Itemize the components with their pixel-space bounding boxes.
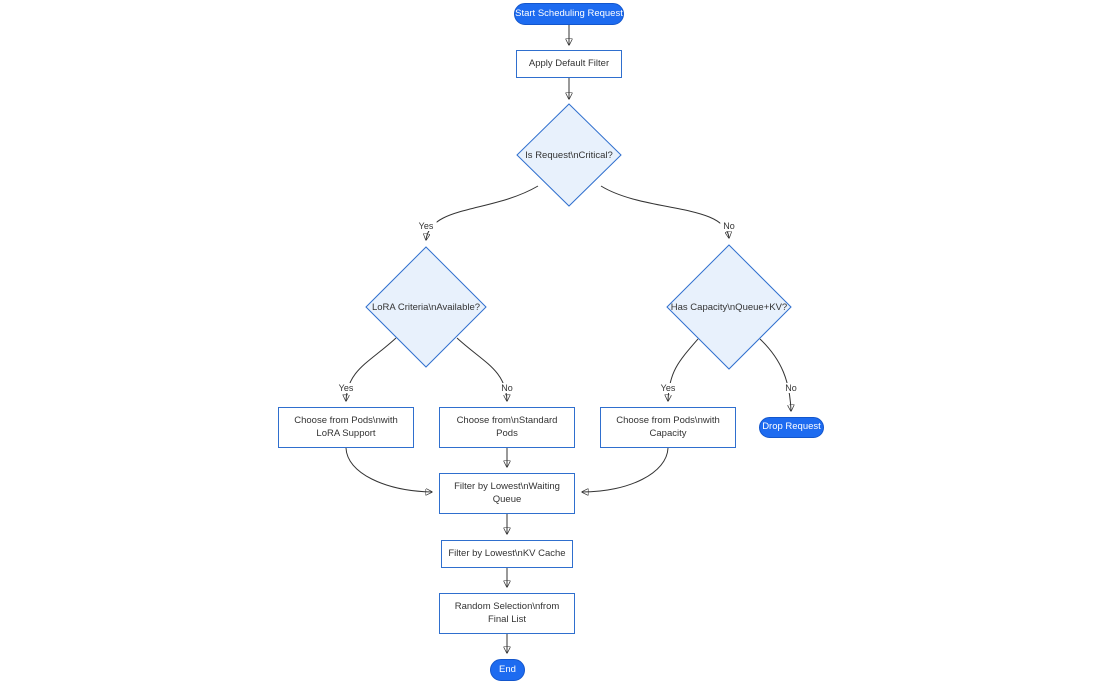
edge-choose-capacity-to-filter-waiting bbox=[582, 447, 669, 492]
node-apply-default-filter: Apply Default Filter bbox=[516, 50, 622, 78]
edge-label-capacity-no: No bbox=[782, 383, 800, 393]
node-end: End bbox=[490, 659, 525, 681]
edge-is-critical-yes-to-lora bbox=[426, 185, 539, 240]
node-drop-request: Drop Request bbox=[759, 417, 824, 438]
node-filter-waiting-queue: Filter by Lowest\nWaiting Queue bbox=[439, 473, 575, 514]
edge-label-critical-yes: Yes bbox=[415, 221, 437, 231]
node-choose-lora-pods: Choose from Pods\nwith LoRA Support bbox=[278, 407, 414, 448]
node-filter-kv-cache: Filter by Lowest\nKV Cache bbox=[441, 540, 573, 568]
edge-label-critical-no: No bbox=[720, 221, 738, 231]
edge-is-critical-no-to-capacity bbox=[600, 185, 729, 238]
node-choose-capacity-pods: Choose from Pods\nwith Capacity bbox=[600, 407, 736, 448]
node-is-critical-label: Is Request\nCritical? bbox=[525, 149, 613, 161]
edge-capacity-no-to-drop bbox=[759, 338, 791, 411]
node-lora-criteria-label: LoRA Criteria\nAvailable? bbox=[371, 301, 481, 313]
edge-label-lora-no: No bbox=[498, 383, 516, 393]
edge-capacity-yes-to-choose-capacity bbox=[668, 338, 699, 401]
decision-lora-criteria-shape bbox=[365, 246, 487, 368]
node-choose-standard-pods: Choose from\nStandard Pods bbox=[439, 407, 575, 448]
edge-label-lora-yes: Yes bbox=[335, 383, 357, 393]
node-start: Start Scheduling Request bbox=[514, 3, 624, 25]
edge-choose-lora-to-filter-waiting bbox=[345, 447, 432, 492]
edge-label-capacity-yes: Yes bbox=[657, 383, 679, 393]
node-has-capacity-label: Has Capacity\nQueue+KV? bbox=[670, 301, 788, 313]
decision-has-capacity-shape bbox=[666, 244, 792, 370]
node-random-selection: Random Selection\nfrom Final List bbox=[439, 593, 575, 634]
decision-is-critical-shape bbox=[516, 103, 622, 207]
